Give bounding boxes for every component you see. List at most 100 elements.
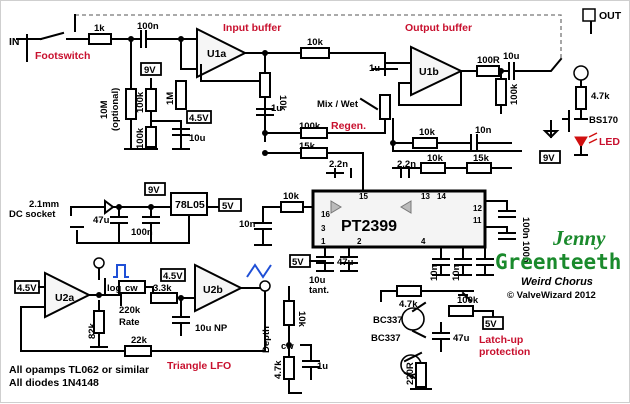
chip-pt2399 <box>311 189 487 249</box>
label-r-1m: 1M <box>165 92 176 105</box>
pin-12: 12 <box>473 204 482 213</box>
resistor-100k-bias2 <box>145 126 157 148</box>
label-c-10n-bot: 10n <box>429 264 440 281</box>
resistor-1k-in <box>88 33 112 45</box>
label-c-47u-dc: 47u <box>93 215 110 226</box>
label-c-1u-top: 1u <box>369 63 380 74</box>
label-latch-up: Latch-up <box>479 334 523 346</box>
resistor-10k-buf <box>300 47 330 59</box>
resistor-10k-b <box>412 137 438 149</box>
cap-10n-bot3 <box>476 246 494 276</box>
label-r-10k-buf: 10k <box>307 37 324 48</box>
label-r-3k3: 3.3k <box>153 283 172 294</box>
brand-subtitle: Weird Chorus <box>521 276 593 288</box>
pin-2: 2 <box>357 237 362 246</box>
cap-47u-dc <box>110 206 128 244</box>
label-c-100n-r2: 100n <box>520 241 531 263</box>
transistor-bc337-a <box>411 301 427 339</box>
label-c-10u-tant2: tant. <box>309 285 329 296</box>
note-diodes: All diodes 1N4148 <box>9 377 99 389</box>
label-c-10u-out: 10u <box>503 51 520 62</box>
diode-led-side <box>542 120 560 139</box>
junction-dot <box>96 292 102 298</box>
label-r-10m: 10M <box>99 100 110 119</box>
label-led: LED <box>599 136 620 148</box>
bypass-dashed-line <box>75 14 562 59</box>
wire <box>150 287 266 352</box>
cap-100n-dc <box>142 206 160 244</box>
power-tag-9v-led <box>539 150 561 164</box>
resistor-220r <box>415 362 427 388</box>
cap-10n-top <box>470 134 512 152</box>
label-out: OUT <box>599 10 622 22</box>
label-r-100r: 100R <box>477 55 500 66</box>
diode-dc <box>70 199 115 215</box>
wire <box>380 290 474 302</box>
label-c-1u-mid: 1u <box>271 103 282 114</box>
ground-rail-dc <box>76 214 190 244</box>
test-point-2 <box>259 280 271 292</box>
label-r-10k-vert: 10k <box>277 95 288 112</box>
label-4v5-top: 4.5V <box>189 113 209 124</box>
cap-100n-r2 <box>484 226 516 240</box>
label-9v-led: 9V <box>543 153 555 164</box>
test-point-1 <box>93 257 105 269</box>
wire <box>398 70 462 106</box>
label-r-100k-bias: 100k <box>135 91 146 113</box>
opamp-u1b <box>410 45 464 97</box>
label-r-220r: 220R <box>405 362 416 385</box>
label-5v-latch: 5V <box>485 319 497 330</box>
label-r-10m-opt: (optional) <box>110 88 121 131</box>
junction-dot <box>262 150 268 156</box>
internal-buffer-b <box>400 200 412 214</box>
wire <box>326 118 386 134</box>
label-reg: 78L05 <box>175 199 205 211</box>
resistor-3k3 <box>150 292 178 304</box>
wire <box>38 278 122 306</box>
pin-14: 14 <box>437 192 446 201</box>
resistor-1m <box>175 80 187 110</box>
pin-3: 3 <box>321 224 326 233</box>
junction-dot <box>178 295 184 301</box>
label-r-100k-latch: 100k <box>457 295 479 306</box>
out-jack <box>582 8 596 22</box>
label-c-100n-dc: 100n <box>131 227 153 238</box>
label-bs170: BS170 <box>589 115 618 126</box>
label-input-buffer: Input buffer <box>223 22 281 34</box>
label-u2a: U2a <box>55 292 74 304</box>
resistor-100r <box>476 65 500 77</box>
power-tag-5v-reg <box>218 198 242 212</box>
led-icon <box>574 136 588 148</box>
transistor-bc337-a-body <box>401 307 425 331</box>
cap-10u-out <box>498 57 563 80</box>
label-c-100n-in: 100n <box>137 21 159 32</box>
pin-11: 11 <box>473 216 482 225</box>
wire <box>574 108 588 120</box>
label-bc337a: BC337 <box>373 315 403 326</box>
label-regen: Regen. <box>331 120 366 132</box>
footswitch-blade <box>39 31 65 41</box>
cap-1u-top <box>372 62 398 76</box>
label-r-100k-bias2: 100k <box>135 127 146 149</box>
cap-2n2-b <box>400 168 410 178</box>
led-rays-icon <box>588 132 598 144</box>
label-9v-dc: 9V <box>148 185 160 196</box>
junction-dot <box>148 204 154 210</box>
label-u1b: U1b <box>419 66 439 78</box>
label-u2b: U2b <box>203 284 223 296</box>
label-dc-socket: 2.1mm <box>29 199 59 210</box>
resistor-100k-out <box>495 78 507 106</box>
label-depth: Depth <box>261 326 272 353</box>
opamp-u1a <box>196 27 248 79</box>
cap-10n-bot <box>432 246 450 276</box>
internal-buffer-a <box>330 200 342 214</box>
pin-16: 16 <box>321 210 330 219</box>
label-log: log <box>107 283 121 294</box>
resistor-10k-depth <box>283 300 295 326</box>
label-r-100k-regen: 100k <box>299 121 321 132</box>
cap-47u-latch <box>432 322 450 352</box>
pot-mix-wet <box>379 94 391 120</box>
power-tag-4v5-lfo2 <box>160 268 186 282</box>
